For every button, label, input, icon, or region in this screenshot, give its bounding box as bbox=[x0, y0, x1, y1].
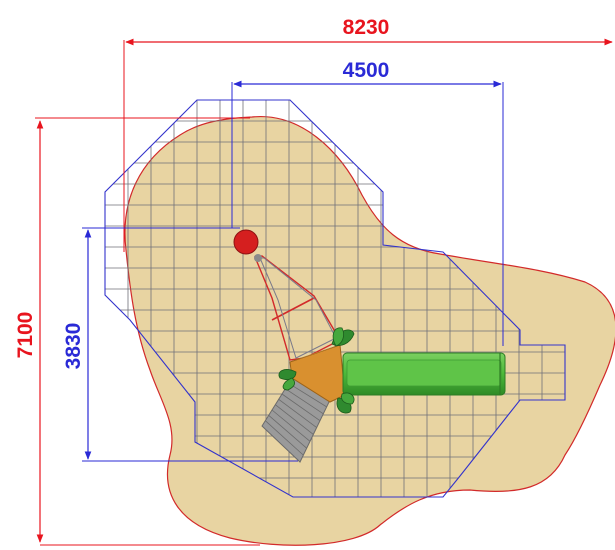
red-extension-lines bbox=[35, 40, 260, 546]
steps-icon bbox=[261, 377, 331, 463]
inner-height-label: 3830 bbox=[62, 323, 85, 370]
safety-zone-outline bbox=[104, 99, 566, 498]
leaf-icon bbox=[278, 327, 355, 414]
inner-width-label: 4500 bbox=[343, 59, 390, 82]
rocker-ball-icon bbox=[233, 229, 259, 255]
overall-height-label: 7100 bbox=[14, 312, 37, 359]
overall-width-label: 8230 bbox=[343, 16, 390, 39]
slide-icon bbox=[342, 352, 506, 396]
blue-extension-lines bbox=[82, 82, 504, 462]
